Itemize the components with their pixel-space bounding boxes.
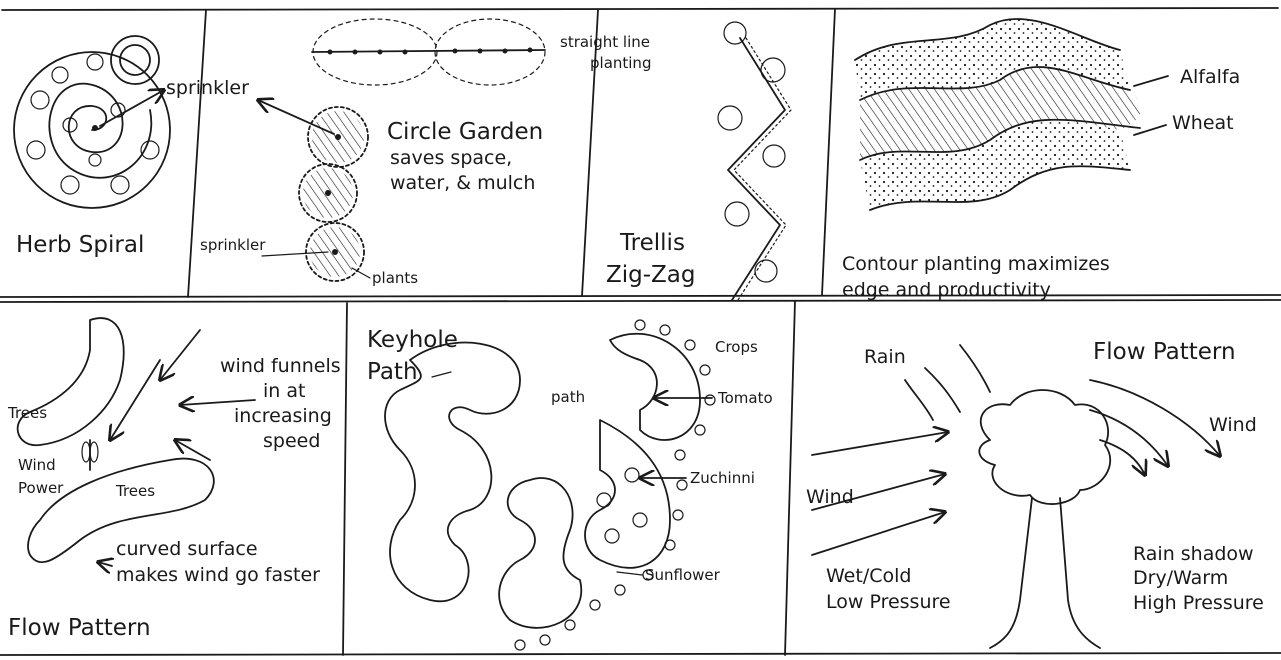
rain-label: Rain bbox=[864, 346, 906, 368]
windbreak-trees-top bbox=[18, 318, 124, 445]
windbreak-panel: wind funnels in at increasing speed Tree… bbox=[7, 318, 341, 641]
wind-funnels-4: speed bbox=[263, 430, 320, 452]
wet-cold-label: Wet/Cold bbox=[826, 565, 911, 587]
trellis-plants bbox=[718, 22, 785, 282]
tree-canopy bbox=[979, 390, 1110, 504]
tree-trunk-right bbox=[1060, 498, 1100, 648]
wind-funnels-1: wind funnels bbox=[220, 355, 341, 377]
herb-spiral-panel: sprinkler Herb Spiral bbox=[14, 36, 249, 258]
contour-caption-2: edge and productivity bbox=[842, 279, 1051, 301]
wind-turbine-icon bbox=[82, 440, 98, 470]
alfalfa-label: Alfalfa bbox=[1180, 66, 1240, 88]
contour-bands bbox=[855, 19, 1141, 210]
keyhole-title-1: Keyhole bbox=[367, 327, 458, 353]
keyhole-crops-label: Crops bbox=[715, 338, 758, 356]
contour-caption-1: Contour planting maximizes bbox=[842, 253, 1110, 275]
keyhole-zuchinni-label: Zuchinni bbox=[690, 469, 755, 487]
wind-funnels-2: in at bbox=[263, 380, 305, 402]
rain-shadow-title: Flow Pattern bbox=[1093, 339, 1236, 365]
wind-left-label: Wind bbox=[806, 486, 854, 508]
straight-line-planting bbox=[312, 19, 545, 85]
circle-garden-desc-2: water, & mulch bbox=[390, 172, 535, 194]
dry-warm-label: Dry/Warm bbox=[1133, 567, 1228, 589]
wind-power-label-1: Wind bbox=[18, 456, 56, 474]
circle-sprinkler-label: sprinkler bbox=[200, 236, 266, 254]
wind-funnels-3: increasing bbox=[234, 405, 332, 427]
herb-spiral-drawing bbox=[14, 36, 170, 208]
wind-right-label: Wind bbox=[1209, 414, 1257, 436]
curved-surface-1: curved surface bbox=[116, 538, 258, 560]
rain-shadow-label: Rain shadow bbox=[1133, 543, 1254, 565]
curved-surface-2: makes wind go faster bbox=[116, 564, 320, 586]
circle-garden-desc-1: saves space, bbox=[390, 147, 512, 169]
circle-garden-title: Circle Garden bbox=[387, 119, 543, 145]
trellis-label-2: Zig-Zag bbox=[606, 262, 696, 288]
keyhole-title-2: Path bbox=[367, 359, 418, 385]
low-pressure-label: Low Pressure bbox=[826, 591, 951, 613]
high-pressure-label: High Pressure bbox=[1133, 592, 1264, 614]
rain-shadow-panel: Flow Pattern Rain Wind Wind Wet/Cold Low… bbox=[806, 339, 1264, 648]
herb-sprinkler-label: sprinkler bbox=[166, 77, 249, 99]
straight-line-label-2: planting bbox=[590, 54, 651, 72]
circle-garden-panel: straight line planting Circle Garden sav… bbox=[200, 19, 651, 287]
trellis-label-1: Trellis bbox=[619, 230, 685, 256]
tree-trunk-left bbox=[990, 498, 1032, 648]
keyhole-sunflower-label: Sunflower bbox=[645, 566, 721, 584]
contour-panel: Alfalfa Wheat Contour planting maximizes… bbox=[842, 19, 1240, 301]
herb-sprinkler-arrow bbox=[100, 90, 164, 126]
windbreak-title: Flow Pattern bbox=[8, 615, 151, 641]
trees-bottom-label: Trees bbox=[115, 482, 155, 500]
wheat-label: Wheat bbox=[1172, 112, 1234, 134]
straight-line-label-1: straight line bbox=[560, 33, 650, 51]
circle-plants-label: plants bbox=[372, 269, 418, 287]
keyhole-path-label: path bbox=[551, 388, 585, 406]
trees-top-label: Trees bbox=[7, 404, 47, 422]
keyhole-panel: Keyhole Path path Crops Tomato Zuchinni … bbox=[367, 320, 773, 650]
wind-power-label-2: Power bbox=[18, 479, 64, 497]
keyhole-tomato-label: Tomato bbox=[717, 389, 773, 407]
herb-spiral-title: Herb Spiral bbox=[16, 232, 144, 258]
